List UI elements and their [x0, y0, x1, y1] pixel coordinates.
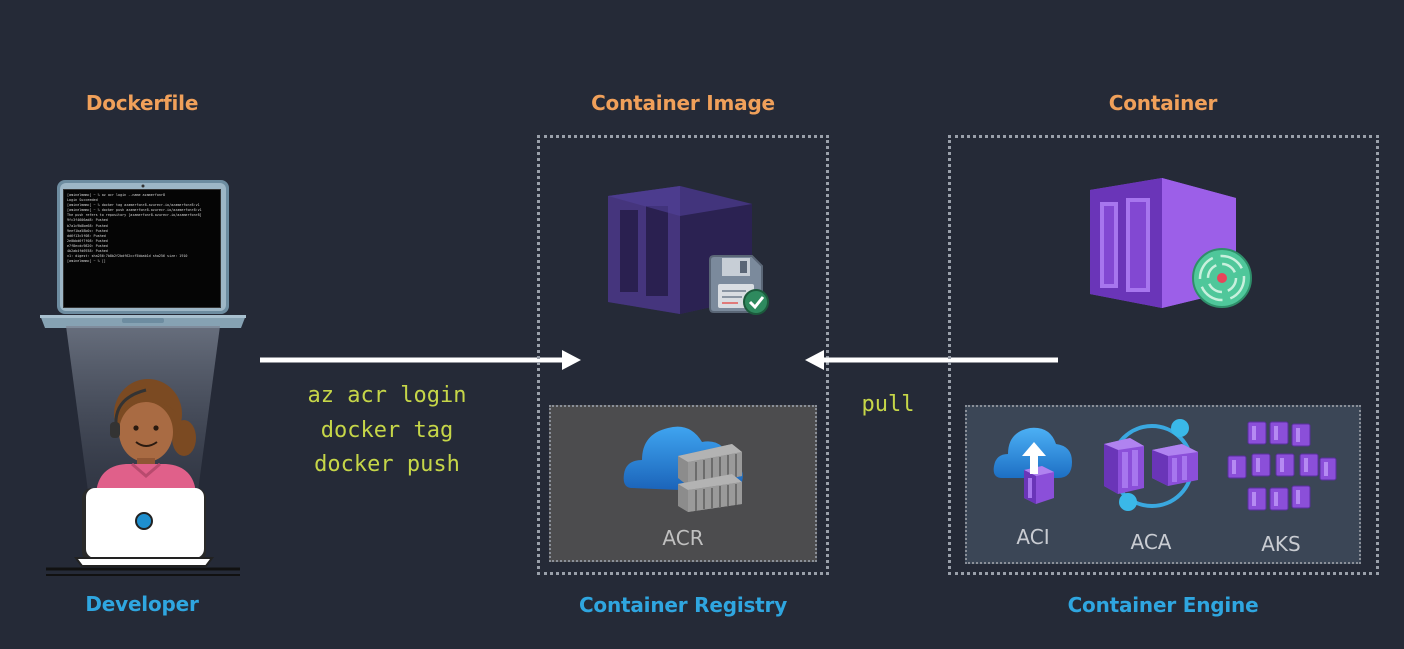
terminal-line: [aminelmmmc] ~ % [] [67, 259, 106, 264]
push-arrow [260, 350, 581, 370]
terminal-line: e7f8ecdc9820: Pushed [67, 243, 108, 248]
container-icon [1090, 178, 1252, 308]
container-image-box [537, 135, 829, 575]
terminal-line: b7a1c9b8be68: Pushed [67, 223, 108, 228]
container-registry-caption: Container Registry [578, 593, 788, 617]
aks-icon[interactable] [1226, 420, 1338, 518]
terminal-line: [aminelmmmc] ~ % docker tag azamerfonr8.… [67, 203, 200, 208]
push-command-login: az acr login [307, 383, 467, 408]
terminal-line: [aminelmmmc] ~ % docker push azamerfonr8… [67, 208, 202, 213]
aca-label: ACA [1130, 530, 1172, 554]
push-command-tag: docker tag [320, 418, 454, 443]
terminal-line: 2e0bbd6f7f08: Pushed [67, 238, 108, 243]
pull-arrow [805, 350, 1058, 370]
terminal-window: [aminelmmmc] ~ % az acr login --name aza… [63, 189, 221, 308]
terminal-line: 9fc3f4606ad8: Pushed [67, 218, 108, 223]
acr-icon [623, 426, 743, 512]
terminal-line: Login Succeeded [67, 198, 98, 203]
container-heading: Container [1108, 91, 1218, 115]
dockerfile-heading: Dockerfile [85, 91, 199, 115]
terminal-line: 9eef1ba58b0c: Pushed [67, 228, 108, 233]
developer-caption: Developer [85, 592, 199, 616]
terminal-line: 4b2ab4fd6938: Pushed [67, 249, 108, 254]
container-image-icon [608, 186, 769, 315]
terminal-line: The push refers to repository [azamerfon… [67, 213, 202, 218]
floppy-disk-icon [709, 255, 769, 315]
developer-illustration: [aminelmmmc] ~ % az acr login --name aza… [36, 176, 250, 580]
container-engine-caption: Container Engine [1067, 593, 1259, 617]
acr-label: ACR [662, 526, 704, 550]
aci-icon[interactable] [990, 420, 1076, 508]
terminal-line: v1: digest: sha256:7b8b2f2bdf62ccf5bbab1… [67, 254, 188, 259]
container-box [948, 135, 1379, 575]
aci-label: ACI [1016, 525, 1050, 549]
terminal-line: [aminelmmmc] ~ % az acr login --name aza… [67, 193, 165, 197]
aks-label: AKS [1261, 532, 1301, 556]
laptop-icon: [aminelmmmc] ~ % az acr login --name aza… [40, 178, 246, 328]
container-image-heading: Container Image [591, 91, 775, 115]
shipping-containers-icon [678, 444, 742, 512]
running-status-icon [1192, 248, 1252, 308]
push-command-push: docker push [314, 452, 460, 477]
person-icon [46, 326, 240, 576]
aca-icon[interactable] [1100, 416, 1204, 516]
pull-command: pull [861, 392, 915, 417]
terminal-line: dd6f13c5f08: Pushed [67, 233, 106, 238]
